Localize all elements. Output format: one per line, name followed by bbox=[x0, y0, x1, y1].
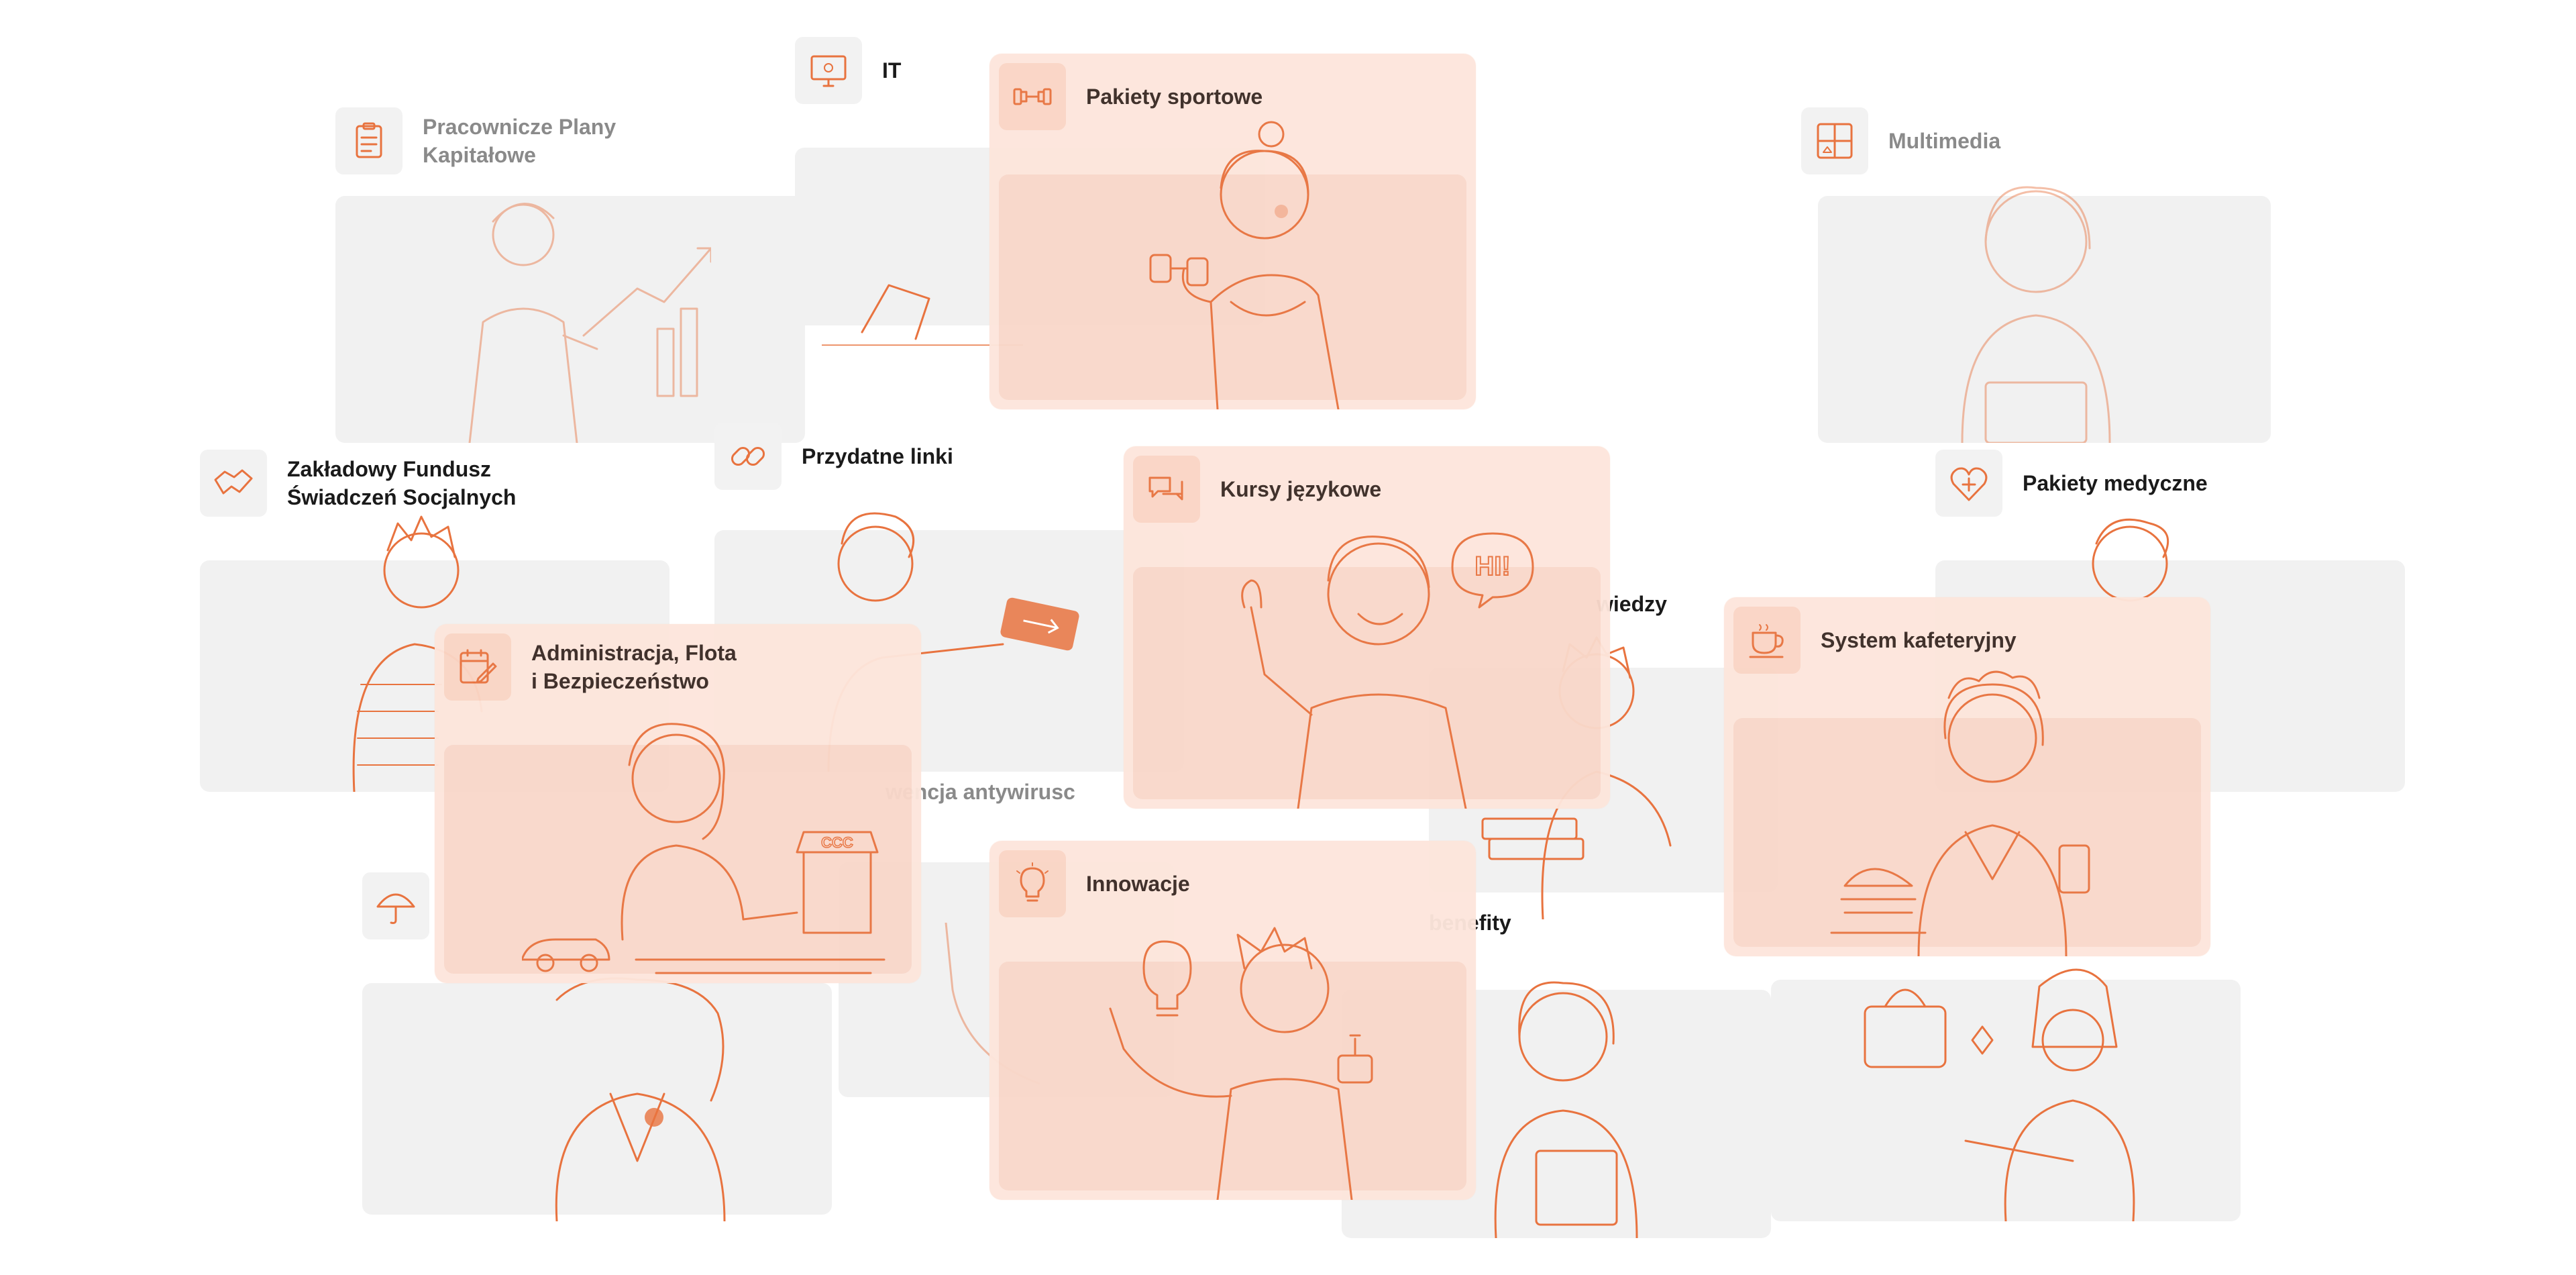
handshake-icon bbox=[200, 450, 267, 517]
tile-title: Pakiety medyczne bbox=[2023, 471, 2208, 495]
tile-title: Innowacje bbox=[1086, 872, 1190, 896]
tile-title: Kursy językowe bbox=[1220, 477, 1382, 501]
tile-title: wencja antywirusc bbox=[885, 780, 1075, 804]
tile-title: Zakładowy Fundusz Świadczeń Socjalnych bbox=[287, 457, 517, 509]
dumbbell-icon bbox=[999, 63, 1066, 130]
monitor-icon bbox=[795, 37, 862, 104]
tile-admin[interactable]: Administracja, Flota i Bezpieczeństwo CC… bbox=[435, 624, 921, 983]
tile-panel bbox=[1133, 567, 1601, 799]
tile-header: Pakiety sportowe bbox=[999, 63, 1263, 130]
tile-innovation[interactable]: Innowacje bbox=[989, 841, 1476, 1200]
tile-header: Przydatne linki bbox=[714, 423, 953, 490]
media-grid-icon bbox=[1801, 107, 1868, 174]
tile-panel bbox=[999, 174, 1466, 400]
tile-title: Pracownicze Plany Kapitałowe bbox=[423, 115, 616, 167]
heart-cross-icon bbox=[1935, 450, 2002, 517]
tile-cafeteria[interactable]: System kafeteryjny bbox=[1724, 597, 2210, 956]
tile-header: Kursy językowe bbox=[1133, 456, 1381, 523]
link-icon bbox=[714, 423, 782, 490]
calendar-edit-icon bbox=[444, 633, 511, 701]
tile-header: Pracownicze Plany Kapitałowe bbox=[335, 107, 616, 174]
tile-multimedia[interactable]: Multimedia bbox=[1801, 107, 2271, 443]
umbrella-icon bbox=[362, 872, 429, 939]
tile-ppk[interactable]: Pracownicze Plany Kapitałowe bbox=[335, 107, 805, 443]
tile-sport[interactable]: Pakiety sportowe bbox=[989, 54, 1476, 409]
coffee-cup-icon bbox=[1733, 607, 1801, 674]
tile-title: System kafeteryjny bbox=[1821, 628, 2017, 652]
lightbulb-icon bbox=[999, 850, 1066, 917]
tile-title: Pakiety sportowe bbox=[1086, 85, 1263, 109]
tile-header: Administracja, Flota i Bezpieczeństwo bbox=[444, 633, 737, 701]
tile-title: Przydatne linki bbox=[802, 444, 953, 468]
tile-header bbox=[362, 872, 449, 939]
tile-title: IT bbox=[882, 58, 902, 83]
tile-panel bbox=[444, 745, 912, 974]
chat-bubbles-icon bbox=[1133, 456, 1200, 523]
tile-title: Administracja, Flota i Bezpieczeństwo bbox=[531, 641, 737, 693]
tile-panel bbox=[1733, 718, 2201, 947]
tile-title: Multimedia bbox=[1888, 129, 2001, 153]
tile-shopping[interactable] bbox=[1771, 960, 2241, 1221]
tile-panel bbox=[1818, 196, 2271, 443]
tile-panel bbox=[999, 962, 1466, 1190]
tile-header: wencja antywirusc bbox=[885, 762, 1075, 822]
tile-panel bbox=[362, 983, 832, 1215]
tile-panel bbox=[1771, 980, 2241, 1221]
tile-panel bbox=[335, 196, 805, 443]
tile-languages[interactable]: Kursy językowe HI! bbox=[1124, 446, 1610, 809]
clipboard-icon bbox=[335, 107, 402, 174]
tile-header: Pakiety medyczne bbox=[1935, 450, 2208, 517]
tile-header: Multimedia bbox=[1801, 107, 2000, 174]
tile-header: Zakładowy Fundusz Świadczeń Socjalnych bbox=[200, 450, 516, 517]
tile-header: IT bbox=[795, 37, 901, 104]
tile-header: Innowacje bbox=[999, 850, 1190, 917]
tile-header: System kafeteryjny bbox=[1733, 607, 2017, 674]
